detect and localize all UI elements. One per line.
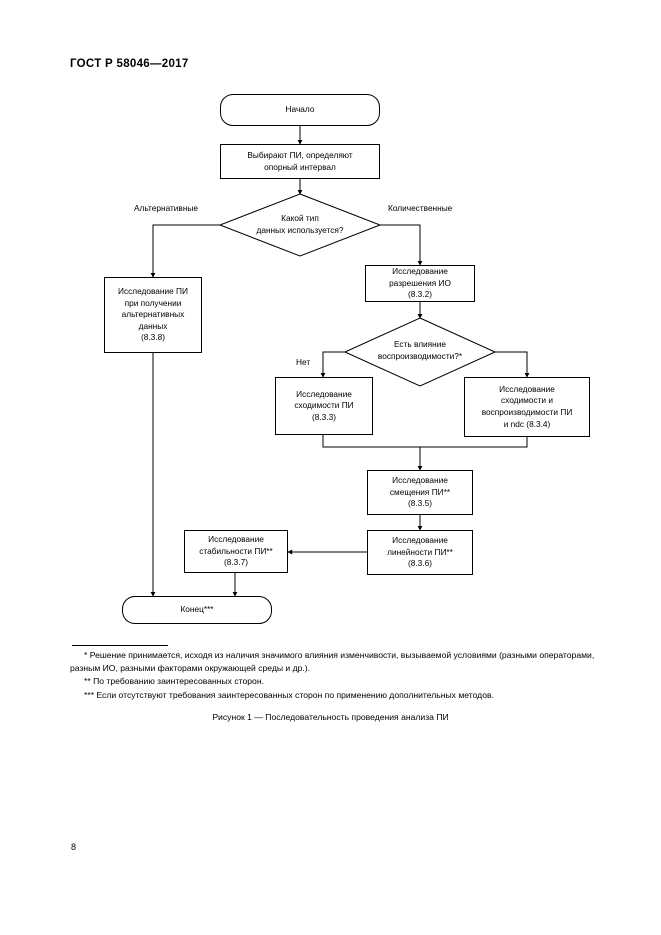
decision-reproducibility-shape	[343, 317, 497, 387]
node-select-mi: Выбирают ПИ, определяют опорный интервал	[220, 144, 380, 179]
node-decision-reproducibility: Есть влияние воспроизводимости?*	[348, 320, 492, 382]
decision-data-type-shape	[218, 193, 382, 257]
node-linearity-study: Исследование линейности ПИ** (8.3.6)	[367, 530, 473, 575]
edge-no-branch	[320, 351, 345, 378]
footnote-2: ** По требованию заинтересованных сторон…	[84, 676, 264, 687]
node-resolution-study-label: Исследование разрешения ИО (8.3.2)	[389, 266, 451, 300]
footnote-3: *** Если отсутствуют требования заинтере…	[84, 689, 494, 700]
edge-reproducibility-merge	[420, 437, 528, 448]
page-number: 8	[71, 842, 77, 852]
footnote-1: * Решение принимается, исходя из наличия…	[70, 650, 595, 674]
node-repeatability-reproducibility-study: Исследование сходимости и воспроизводимо…	[464, 377, 590, 437]
node-resolution-study: Исследование разрешения ИО (8.3.2)	[365, 265, 475, 302]
document-header: ГОСТ Р 58046—2017	[70, 58, 189, 70]
node-decision-data-type-label: Какой тип данных используется?	[256, 213, 344, 235]
node-stability-study: Исследование стабильности ПИ** (8.3.7)	[184, 530, 288, 573]
figure-caption: Рисунок 1 — Последовательность проведени…	[212, 712, 449, 722]
node-decision-data-type: Какой тип данных используется?	[224, 196, 376, 254]
edge-yes-branch	[495, 351, 530, 378]
node-repeatability-study-label: Исследование сходимости ПИ (8.3.3)	[294, 388, 354, 422]
edge-label-quantitative: Количественные	[388, 203, 453, 213]
node-select-mi-label: Выбирают ПИ, определяют опорный интервал	[247, 149, 353, 172]
node-alternative-data-study: Исследование ПИ при получении альтернати…	[104, 277, 202, 353]
edge-repeatability-merge	[322, 435, 420, 448]
node-linearity-study-label: Исследование линейности ПИ** (8.3.6)	[387, 535, 453, 569]
edge-quantitative-branch	[380, 224, 423, 266]
footnote-separator	[72, 645, 168, 646]
node-start-label: Начало	[285, 104, 315, 115]
edge-alternative-branch	[150, 224, 220, 278]
node-stability-study-label: Исследование стабильности ПИ** (8.3.7)	[199, 534, 273, 568]
node-end: Конец***	[122, 596, 272, 624]
edge-label-alternative: Альтернативные	[134, 203, 199, 213]
edge-label-no: Нет	[296, 357, 311, 367]
footnotes-block: * Решение принимается, исходя из наличия…	[70, 649, 595, 702]
node-decision-reproducibility-label: Есть влияние воспроизводимости?*	[377, 339, 463, 361]
node-repeatability-reproducibility-study-label: Исследование сходимости и воспроизводимо…	[481, 383, 573, 429]
node-start: Начало	[220, 94, 380, 126]
node-alternative-data-study-label: Исследование ПИ при получении альтернати…	[118, 286, 188, 343]
node-repeatability-study: Исследование сходимости ПИ (8.3.3)	[275, 377, 373, 435]
node-bias-study: Исследование смещения ПИ** (8.3.5)	[367, 470, 473, 515]
node-bias-study-label: Исследование смещения ПИ** (8.3.5)	[389, 475, 451, 509]
node-end-label: Конец***	[180, 604, 214, 615]
